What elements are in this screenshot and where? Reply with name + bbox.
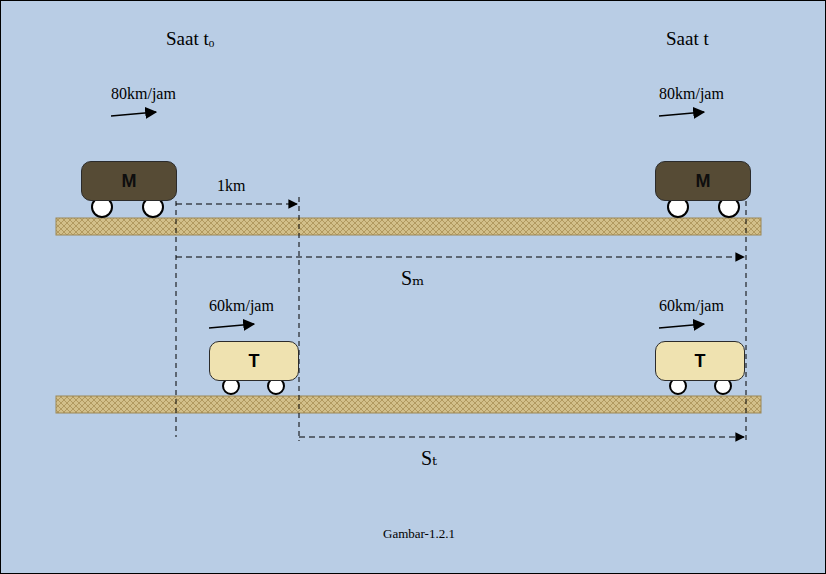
speed-label: 80km/jam [111,85,176,103]
speed-label: 60km/jam [659,297,724,315]
car-t: T [655,341,745,381]
time-label: Saat t [666,29,709,50]
distance-label: Sₘ [401,267,424,289]
car-letter: T [249,351,260,372]
speed-label: 80km/jam [659,85,724,103]
speed-label: 60km/jam [209,297,274,315]
car-letter: T [695,351,706,372]
car-m: M [81,161,177,201]
time-label: Saat tₒ [166,29,214,50]
car-letter: M [696,171,711,192]
distance-label: 1km [217,177,245,195]
distance-label: Sₜ [421,447,437,469]
figure-caption: Gambar-1.2.1 [383,527,455,541]
car-m: M [655,161,751,201]
car-t: T [209,341,299,381]
car-letter: M [122,171,137,192]
